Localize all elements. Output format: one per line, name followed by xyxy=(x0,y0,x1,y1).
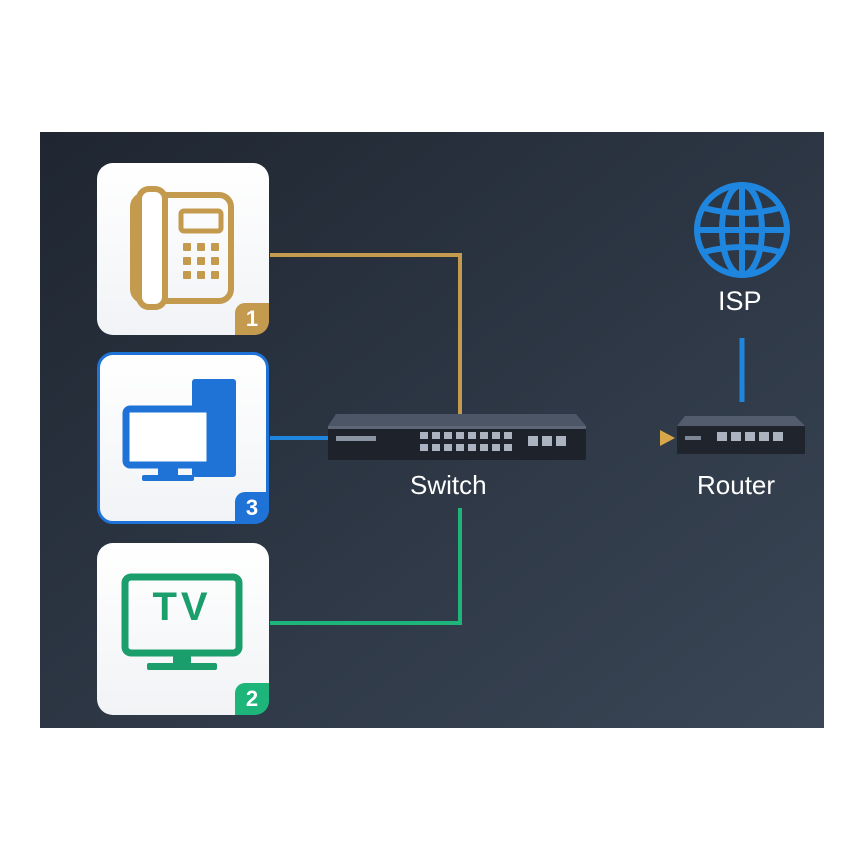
device-number-badge: 1 xyxy=(235,303,269,335)
device-number-badge: 2 xyxy=(235,683,269,715)
isp-label: ISP xyxy=(718,286,762,316)
computer-icon xyxy=(122,379,236,481)
tv-icon xyxy=(121,573,243,670)
phone-icon xyxy=(130,186,234,310)
device-number-badge: 3 xyxy=(235,492,269,524)
device-card-tv: TV 2 xyxy=(97,543,269,715)
device-card-computer: 3 xyxy=(97,352,269,524)
phone-connection-line xyxy=(270,253,462,418)
link-arrowhead xyxy=(660,430,675,446)
tv-screen-text: TV xyxy=(152,585,212,629)
switch-icon xyxy=(328,414,586,460)
tv-connection-line xyxy=(270,508,462,625)
device-card-phone: 1 xyxy=(97,163,269,335)
globe-icon xyxy=(694,182,790,278)
router-label: Router xyxy=(697,470,776,500)
router-icon xyxy=(677,416,805,454)
switch-label: Switch xyxy=(410,470,487,500)
